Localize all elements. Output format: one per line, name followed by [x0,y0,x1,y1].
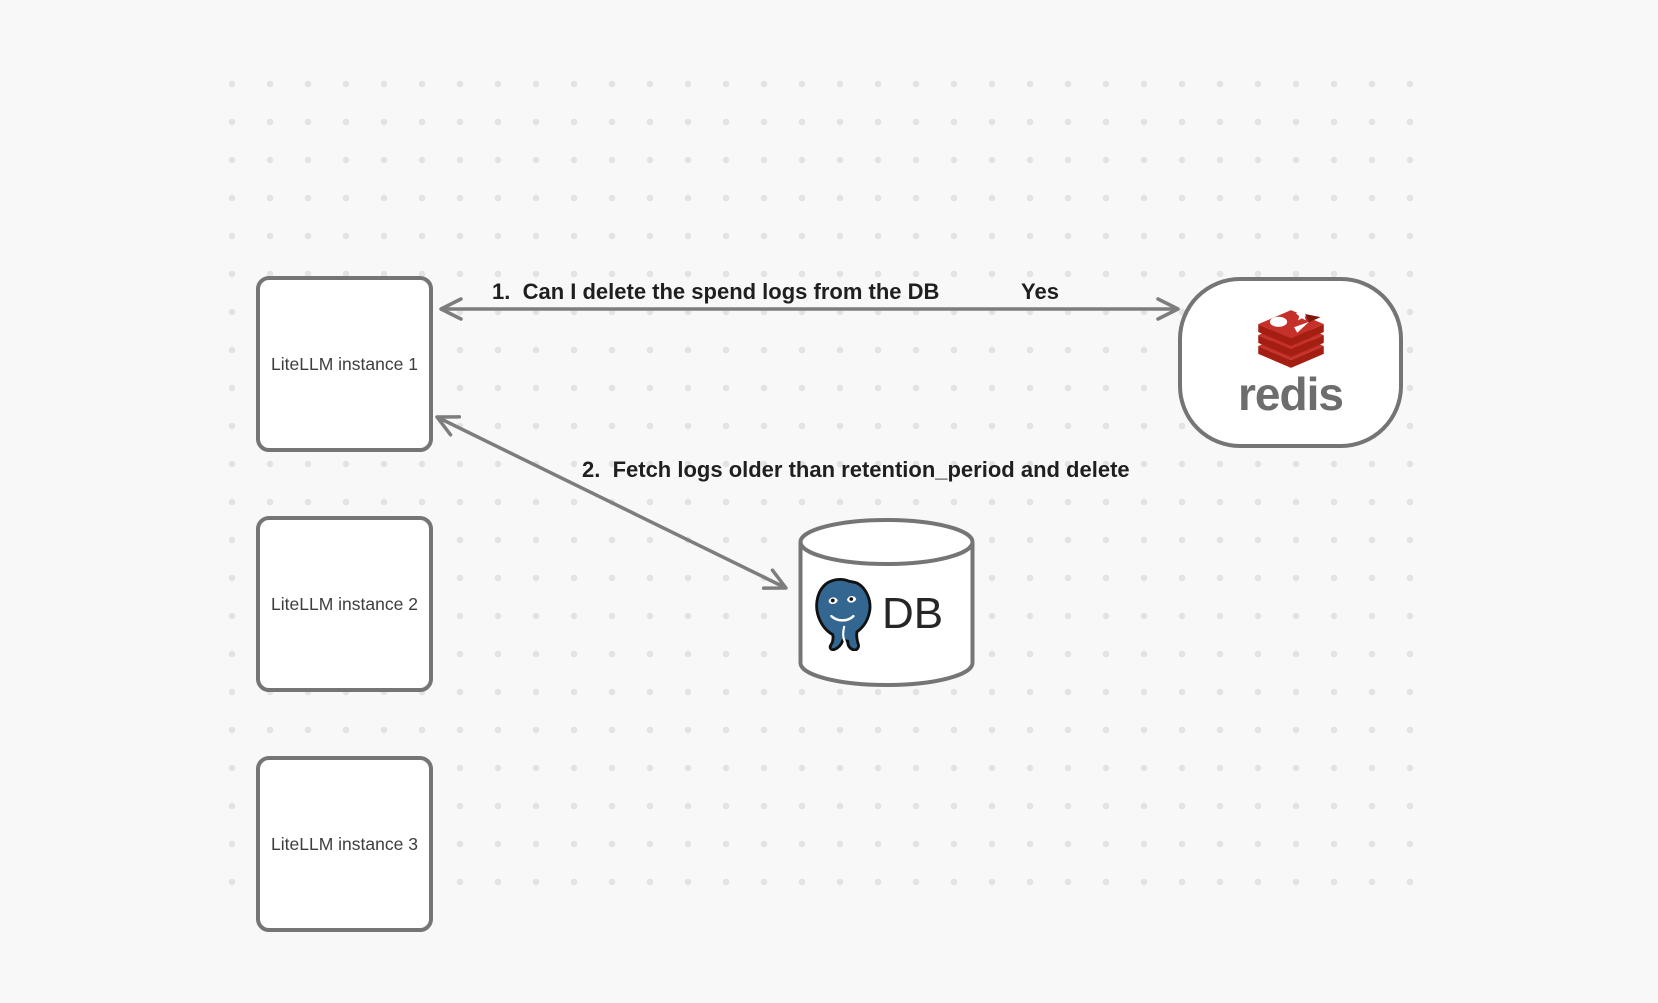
redis-logo-icon [1257,308,1324,368]
redis-wordmark: redis [1238,368,1344,420]
node-litellm-instance-1[interactable]: LiteLLM instance 1 [256,276,433,452]
edge-litellm1-to-db[interactable] [435,415,788,590]
node-label: LiteLLM instance 2 [271,593,418,614]
database-content: DB [810,577,943,651]
postgresql-logo-icon [815,577,872,651]
node-litellm-instance-2[interactable]: LiteLLM instance 2 [256,516,433,692]
node-litellm-instance-3[interactable]: LiteLLM instance 3 [256,756,433,932]
node-label: LiteLLM instance 3 [271,833,418,854]
edge1-response-label[interactable]: Yes [1021,279,1059,304]
database-label: DB [882,589,944,638]
node-database[interactable]: DB [798,517,975,688]
node-redis[interactable]: redis [1178,277,1403,448]
node-label: LiteLLM instance 1 [271,353,418,374]
edge1-label[interactable]: 1. Can I delete the spend logs from the … [492,279,940,304]
database-cylinder-shape [798,518,975,687]
edge2-label[interactable]: 2. Fetch logs older than retention_perio… [582,457,1130,482]
